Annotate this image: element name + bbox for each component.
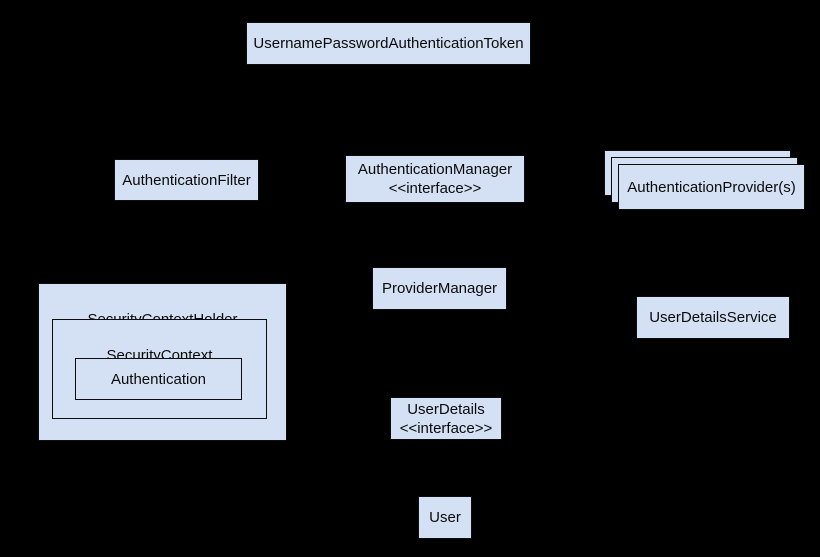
node-user[interactable]: User bbox=[418, 496, 472, 539]
node-authentication-filter[interactable]: AuthenticationFilter bbox=[114, 159, 259, 201]
node-username-password-authentication-token[interactable]: UsernamePasswordAuthenticationToken bbox=[246, 22, 531, 65]
node-authentication-providers[interactable]: AuthenticationProvider(s) bbox=[618, 164, 805, 210]
node-authentication-manager[interactable]: AuthenticationManager <<interface>> bbox=[345, 155, 525, 203]
node-provider-manager[interactable]: ProviderManager bbox=[372, 267, 507, 310]
node-authentication[interactable]: Authentication bbox=[75, 358, 242, 400]
node-user-details[interactable]: UserDetails <<interface>> bbox=[390, 397, 502, 440]
node-user-details-service[interactable]: UserDetailsService bbox=[636, 296, 790, 339]
